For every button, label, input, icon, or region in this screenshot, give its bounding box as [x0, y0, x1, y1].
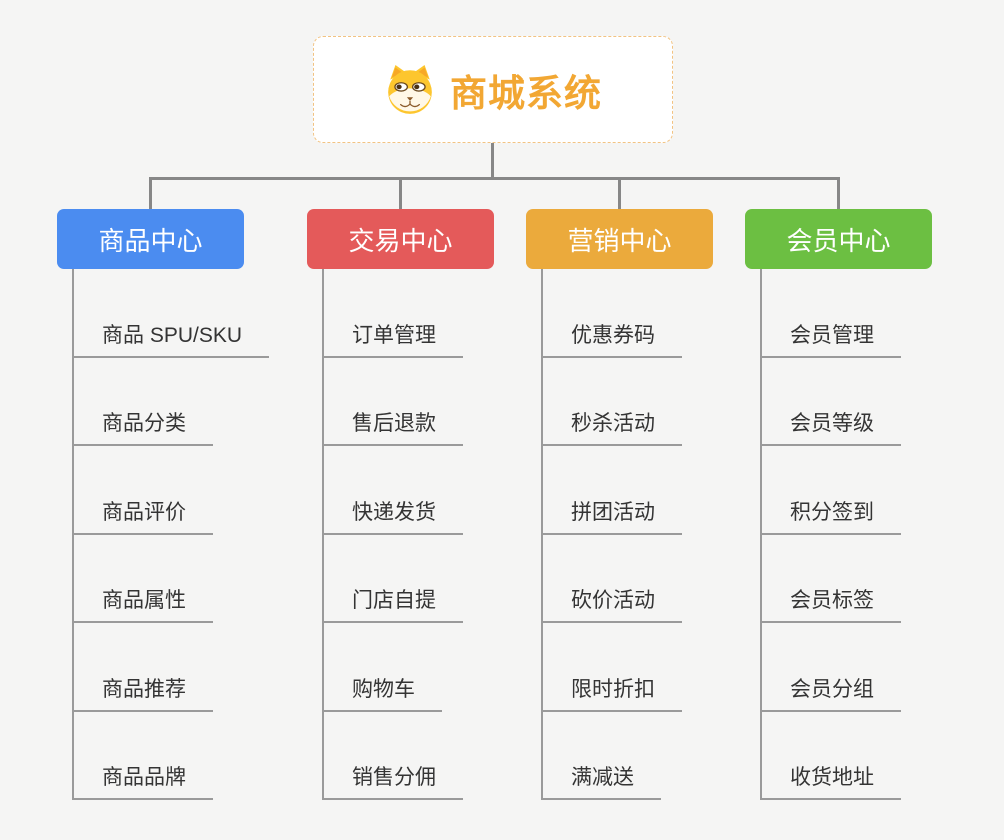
sub-item[interactable]: 商品属性	[74, 535, 213, 623]
sub-item[interactable]: 满减送	[543, 712, 661, 800]
sub-item[interactable]: 优惠券码	[543, 269, 682, 358]
branch-children-product: 商品 SPU/SKU 商品分类 商品评价 商品属性 商品推荐 商品品牌	[72, 269, 270, 800]
doge-icon	[384, 64, 436, 116]
branch-children-trade: 订单管理 售后退款 快递发货 门店自提 购物车 销售分佣	[322, 269, 463, 800]
branch-children-marketing: 优惠券码 秒杀活动 拼团活动 砍价活动 限时折扣 满减送	[541, 269, 682, 800]
sub-item[interactable]: 商品评价	[74, 446, 213, 535]
branch-node-member-center[interactable]: 会员中心	[745, 209, 932, 269]
sub-item[interactable]: 会员管理	[762, 269, 901, 358]
sub-item[interactable]: 会员分组	[762, 623, 901, 712]
sub-item[interactable]: 拼团活动	[543, 446, 682, 535]
sub-item[interactable]: 商品品牌	[74, 712, 213, 800]
sub-item[interactable]: 购物车	[324, 623, 442, 712]
root-title: 商城系统	[450, 72, 602, 114]
sub-item[interactable]: 商品分类	[74, 358, 213, 446]
sub-item[interactable]: 秒杀活动	[543, 358, 682, 446]
sub-item[interactable]: 订单管理	[324, 269, 463, 358]
sub-item[interactable]: 商品推荐	[74, 623, 213, 712]
sub-item[interactable]: 会员等级	[762, 358, 901, 446]
connector-root-drop	[491, 143, 494, 179]
sub-item[interactable]: 砍价活动	[543, 535, 682, 623]
connector-stub-3	[618, 178, 621, 210]
sub-item[interactable]: 商品 SPU/SKU	[74, 269, 270, 358]
sub-item[interactable]: 收货地址	[762, 712, 901, 800]
branch-node-marketing-center[interactable]: 营销中心	[526, 209, 713, 269]
sub-item[interactable]: 快递发货	[324, 446, 463, 535]
connector-stub-2	[399, 178, 402, 210]
branch-node-trade-center[interactable]: 交易中心	[307, 209, 494, 269]
connector-stub-1	[149, 178, 152, 210]
connector-bus	[149, 177, 840, 180]
branch-node-product-center[interactable]: 商品中心	[57, 209, 244, 269]
branch-children-member: 会员管理 会员等级 积分签到 会员标签 会员分组 收货地址	[760, 269, 901, 800]
sub-item[interactable]: 限时折扣	[543, 623, 682, 712]
sub-item[interactable]: 积分签到	[762, 446, 901, 535]
sub-item[interactable]: 门店自提	[324, 535, 463, 623]
sub-item[interactable]: 售后退款	[324, 358, 463, 446]
sub-item[interactable]: 会员标签	[762, 535, 901, 623]
sub-item[interactable]: 销售分佣	[324, 712, 463, 800]
connector-stub-4	[837, 178, 840, 210]
root-node[interactable]: 商城系统	[313, 36, 673, 143]
